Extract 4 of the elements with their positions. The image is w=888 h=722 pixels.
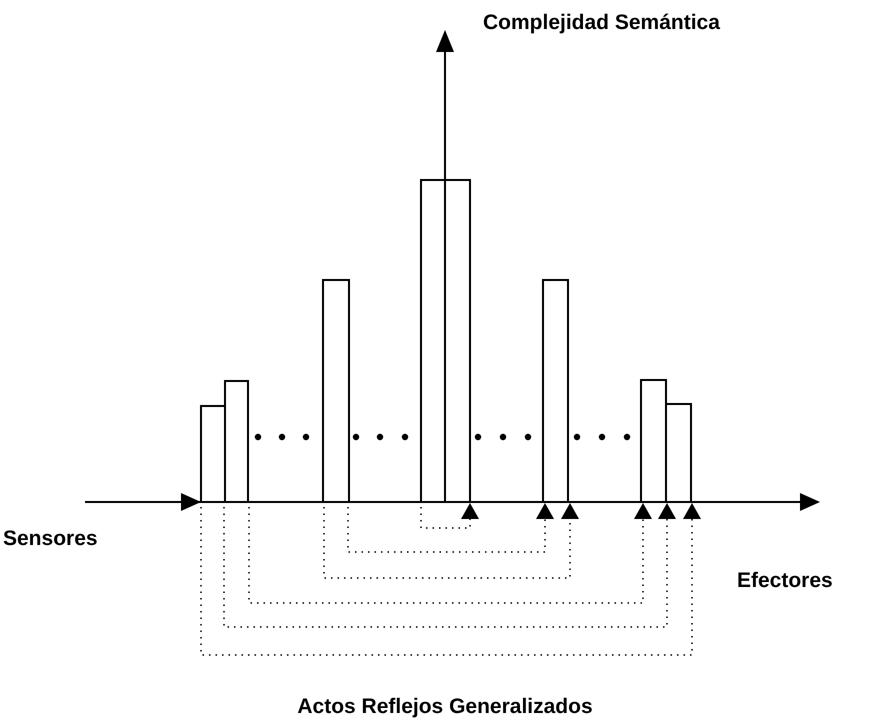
axis-label: Efectores — [737, 570, 833, 591]
diagram-caption: Actos Reflejos Generalizados — [297, 696, 593, 717]
axis-label: Sensores — [3, 528, 98, 549]
axis-title: Complejidad Semántica — [483, 12, 720, 33]
